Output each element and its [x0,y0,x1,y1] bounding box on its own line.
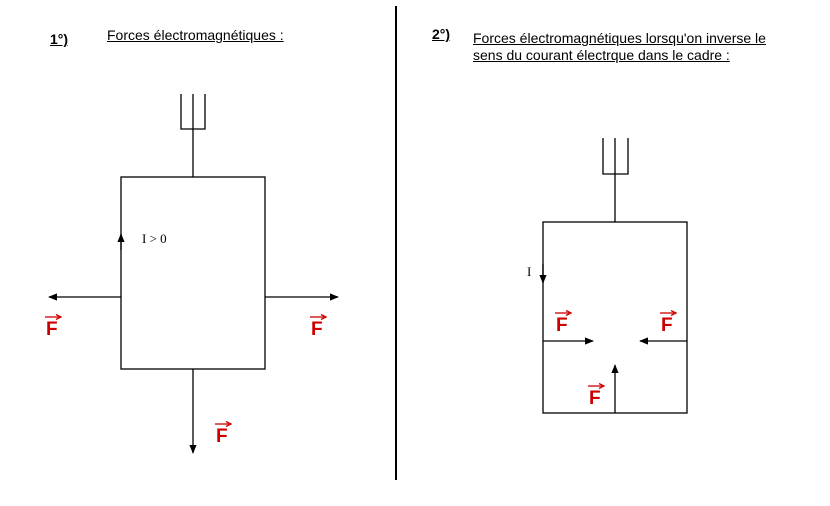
force-label-left-2: F [555,310,572,336]
current-label-2: I [527,264,532,279]
force-symbol: F [216,426,228,447]
vector-arrow-icon [555,310,572,316]
force-symbol: F [311,319,323,340]
force-symbol: F [661,315,673,336]
part1-number: 1°) [50,31,69,47]
suspension-clamp-1 [180,94,206,177]
vector-arrow-icon [660,310,677,316]
vector-arrow-icon [310,314,327,320]
part2-title-line2: sens du courant électrque dans le cadre … [473,47,730,63]
vector-arrow-icon [215,421,232,427]
frame-1 [120,176,266,370]
current-label-1: I > 0 [142,231,167,246]
force-symbol: F [556,315,568,336]
force-label-left-1: F [45,314,62,340]
vector-arrow-icon [588,383,605,389]
part1-title: Forces électromagnétiques : [107,27,284,43]
force-label-right-1: F [310,314,327,340]
force-symbol: F [589,388,601,409]
force-label-up-2: F [588,383,605,409]
part2-title-line1: Forces électromagnétiques lorsqu'on inve… [473,30,766,46]
suspension-clamp-2 [602,138,629,222]
part2-number: 2°) [432,26,451,42]
force-label-down-1: F [215,421,232,447]
force-label-right-2: F [660,310,677,336]
force-symbol: F [46,319,58,340]
vector-arrow-icon [45,314,62,320]
